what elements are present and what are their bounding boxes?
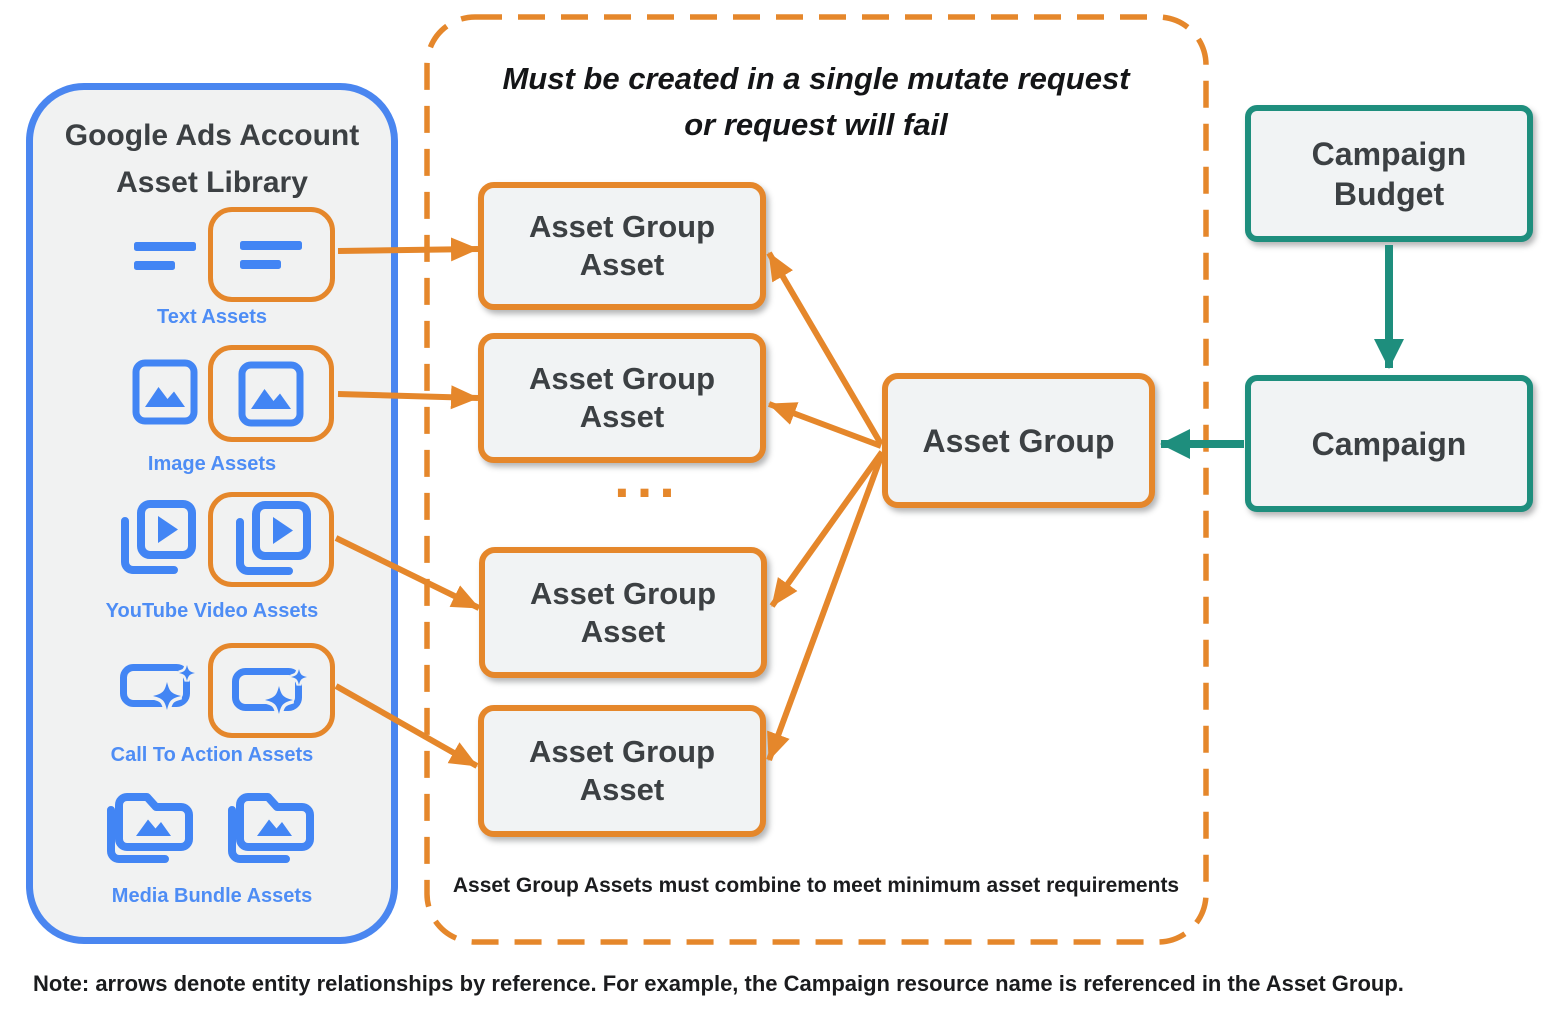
asset-group-asset-box-1: Asset Group Asset [478, 182, 766, 310]
asset-group-asset-box-4: Asset Group Asset [478, 705, 766, 837]
asset-group-label: Asset Group [922, 422, 1115, 459]
asset-group-asset-box-2: Asset Group Asset [478, 333, 766, 463]
campaign-box: Campaign [1245, 375, 1533, 512]
call-to-action-asset-icon [120, 662, 200, 712]
text-asset-icon [134, 242, 198, 270]
campaign-budget-box: Campaign Budget [1245, 105, 1533, 242]
minimum-asset-requirements-note: Asset Group Assets must combine to meet … [452, 874, 1180, 897]
image-asset-icon [132, 359, 198, 425]
image-assets-label: Image Assets [147, 453, 277, 475]
image-asset-icon [238, 361, 304, 427]
mutate-request-title: Must be created in a single mutate reque… [502, 61, 1130, 142]
more-asset-group-assets-ellipsis: ... [614, 446, 682, 509]
media-bundle-asset-icon [103, 787, 195, 867]
call-to-action-assets-label: Call To Action Assets [110, 744, 314, 766]
image-asset-selected-frame [208, 345, 334, 442]
call-to-action-asset-icon [231, 666, 312, 716]
asset-group-asset-box-3: Asset Group Asset [479, 547, 767, 678]
media-bundle-asset-icon [224, 787, 316, 867]
asset-group-asset-label: Asset Group Asset [528, 734, 716, 807]
asset-group-asset-label: Asset Group Asset [528, 361, 716, 434]
text-asset-icon [239, 240, 304, 269]
text-asset-selected-frame [208, 207, 335, 302]
media-bundle-assets-label: Media Bundle Assets [111, 885, 313, 907]
campaign-label: Campaign [1311, 425, 1467, 462]
asset-group-asset-label: Asset Group Asset [528, 209, 716, 282]
asset-group-box: Asset Group [882, 373, 1155, 508]
call-to-action-asset-selected-frame [208, 643, 335, 738]
text-assets-label: Text Assets [156, 306, 268, 328]
youtube-video-assets-label: YouTube Video Assets [105, 600, 319, 622]
youtube-video-asset-icon [231, 500, 311, 579]
campaign-budget-label: Campaign Budget [1311, 135, 1467, 212]
youtube-video-asset-icon [116, 500, 196, 578]
asset-library-title: Google Ads Account Asset Library [64, 119, 360, 199]
asset-group-asset-label: Asset Group Asset [529, 575, 717, 649]
youtube-video-asset-selected-frame [208, 492, 334, 587]
bottom-note: Note: arrows denote entity relationships… [33, 971, 1404, 996]
